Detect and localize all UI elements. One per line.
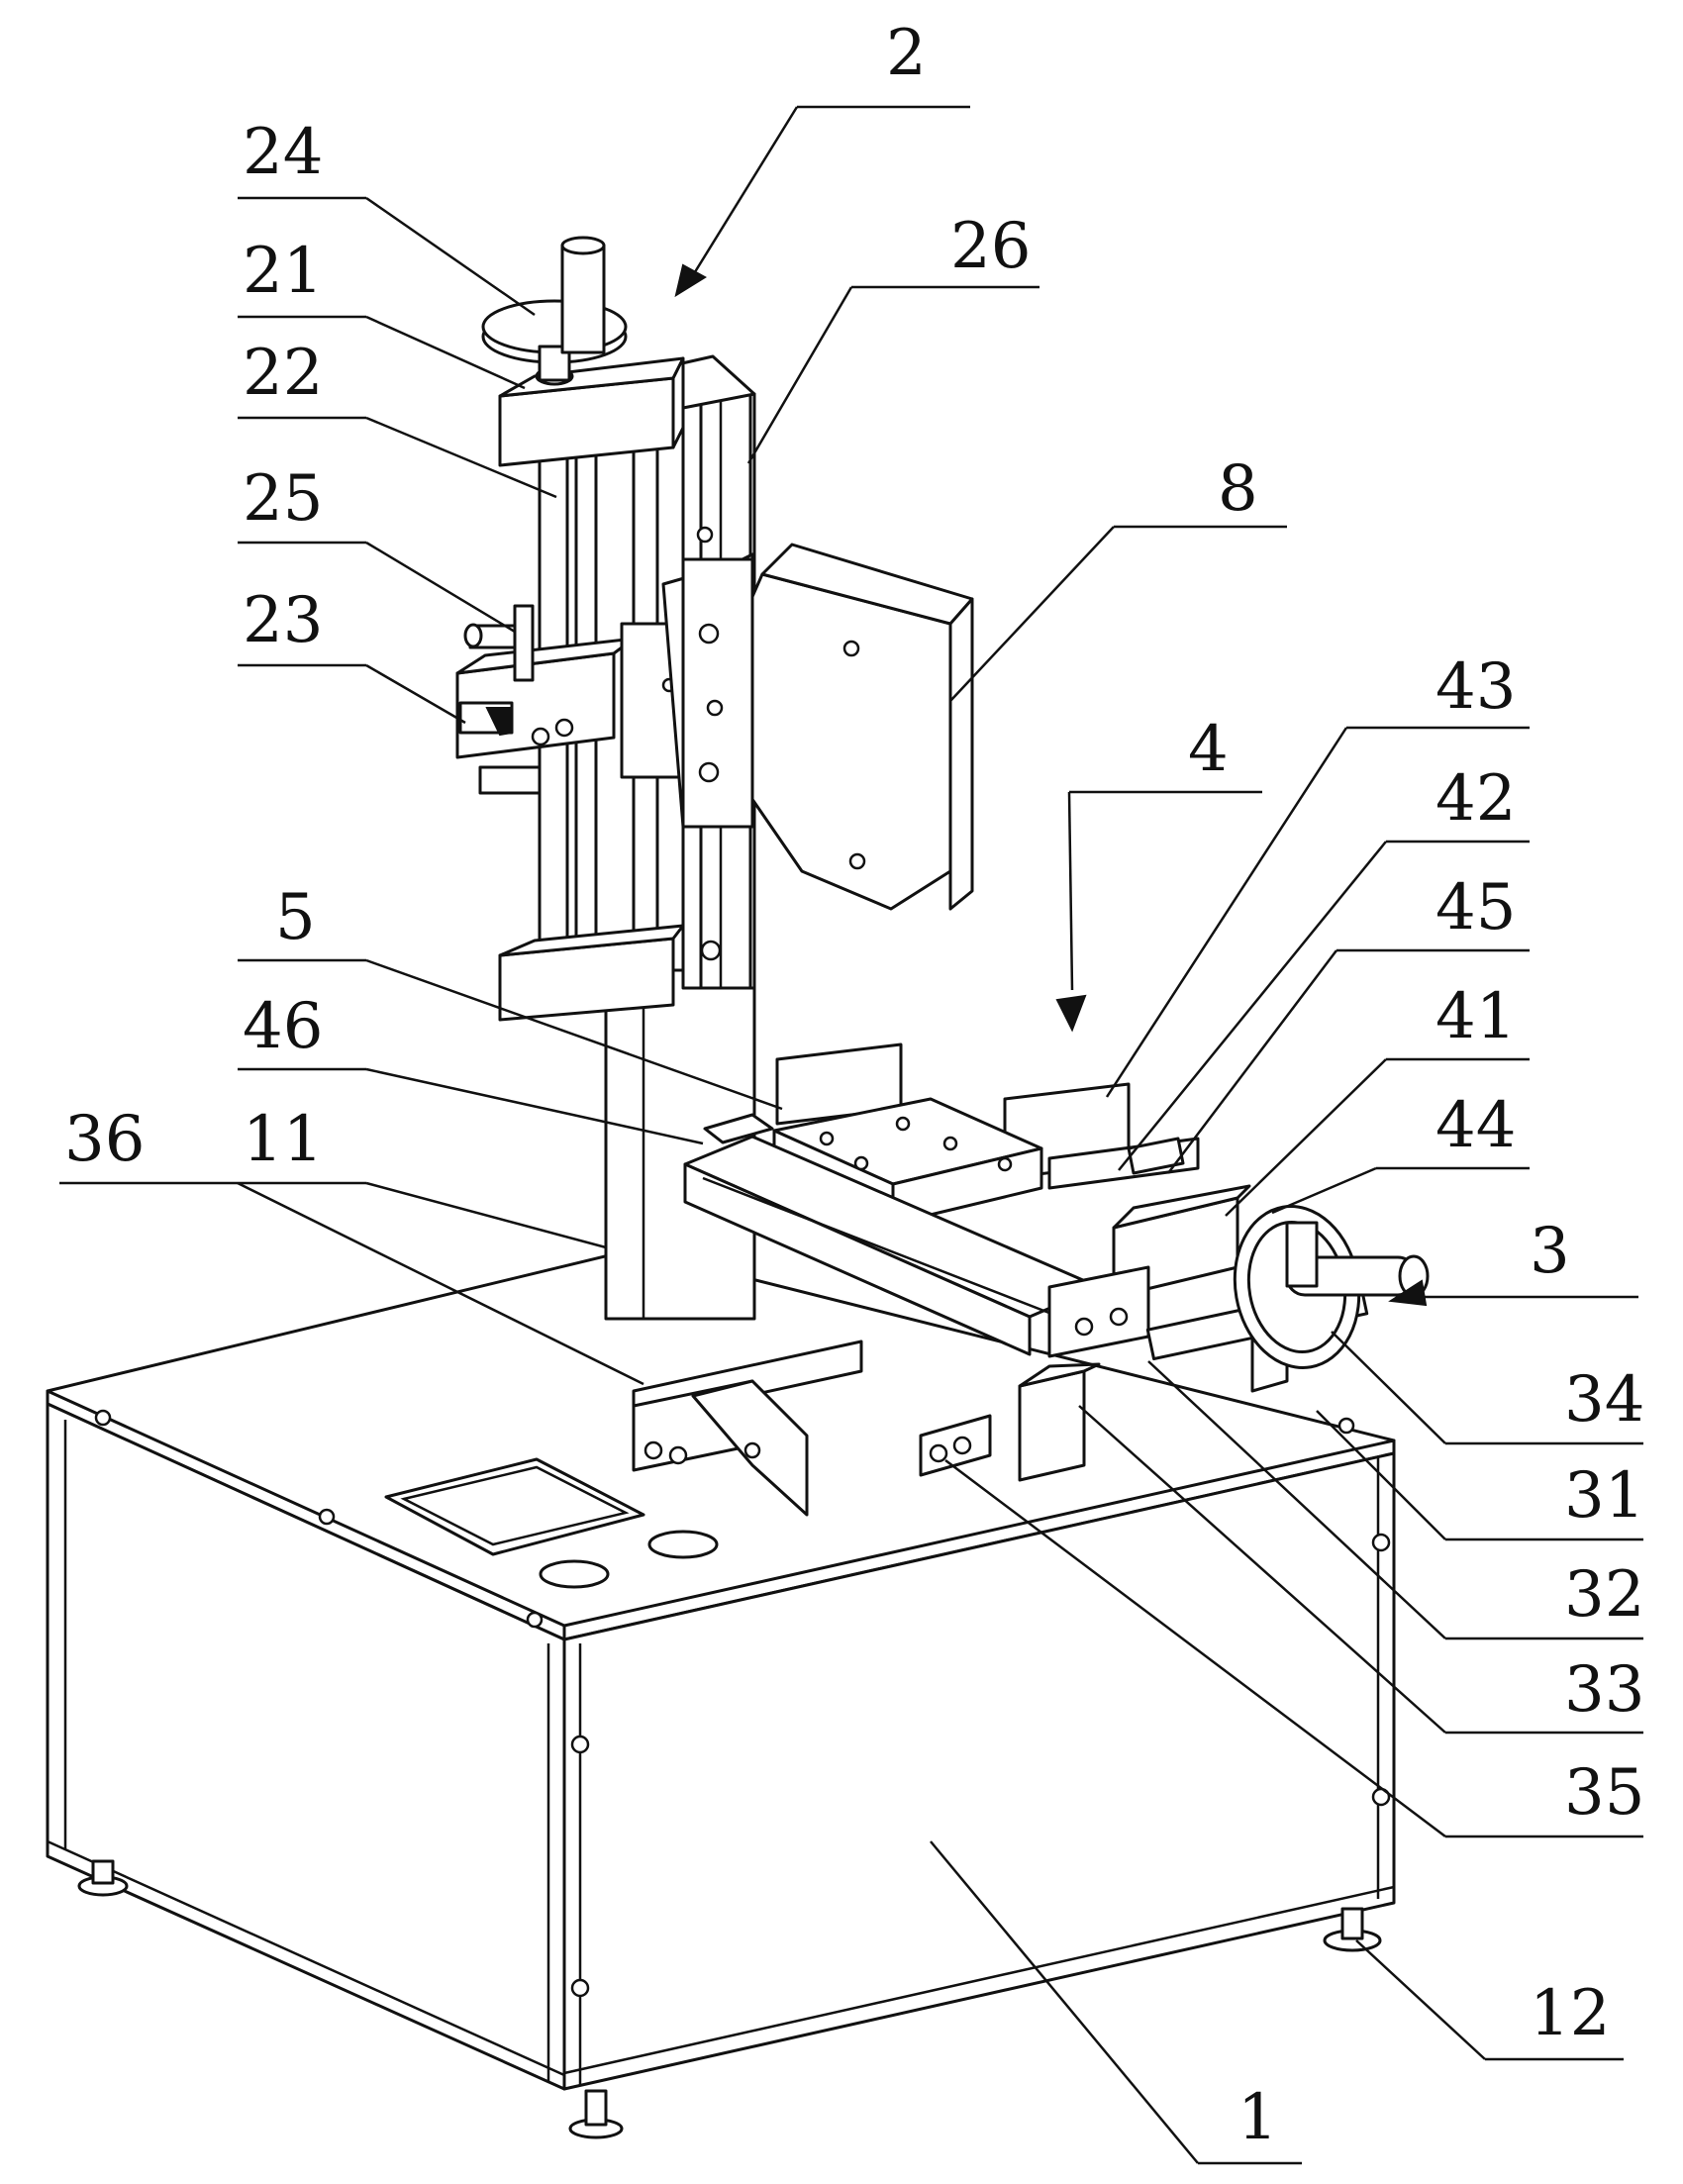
label-2: 2 bbox=[886, 17, 927, 90]
label-1: 1 bbox=[1238, 2081, 1278, 2154]
foot bbox=[1323, 1907, 1382, 1952]
label-36: 36 bbox=[64, 1103, 145, 1176]
foot bbox=[77, 1859, 129, 1897]
vertical-column bbox=[604, 354, 756, 1321]
leader-lines bbox=[59, 105, 1643, 2165]
reference-labels: 2 24 26 21 22 25 8 23 43 4 42 5 45 46 41… bbox=[64, 17, 1644, 2154]
base-cabinet bbox=[46, 1247, 1396, 2139]
label-23: 23 bbox=[243, 584, 323, 657]
label-24: 24 bbox=[243, 116, 323, 189]
label-26: 26 bbox=[950, 210, 1031, 283]
label-4: 4 bbox=[1188, 713, 1229, 786]
label-11: 11 bbox=[243, 1103, 323, 1176]
label-45: 45 bbox=[1436, 871, 1516, 944]
label-34: 34 bbox=[1564, 1363, 1644, 1437]
label-31: 31 bbox=[1564, 1459, 1644, 1533]
label-41: 41 bbox=[1436, 980, 1516, 1053]
handwheel bbox=[1233, 1205, 1430, 1369]
label-5: 5 bbox=[275, 881, 316, 954]
label-25: 25 bbox=[243, 462, 323, 536]
label-8: 8 bbox=[1218, 452, 1258, 526]
label-44: 44 bbox=[1436, 1089, 1516, 1162]
label-43: 43 bbox=[1436, 650, 1516, 724]
label-22: 22 bbox=[243, 337, 323, 410]
label-21: 21 bbox=[243, 235, 323, 308]
foot bbox=[568, 2089, 624, 2139]
label-46: 46 bbox=[243, 990, 323, 1063]
label-3: 3 bbox=[1530, 1215, 1570, 1288]
label-32: 32 bbox=[1564, 1558, 1644, 1632]
label-12: 12 bbox=[1530, 1977, 1610, 2050]
label-35: 35 bbox=[1564, 1756, 1644, 1830]
head-module bbox=[661, 543, 974, 911]
label-42: 42 bbox=[1436, 762, 1516, 836]
label-33: 33 bbox=[1564, 1653, 1644, 1727]
